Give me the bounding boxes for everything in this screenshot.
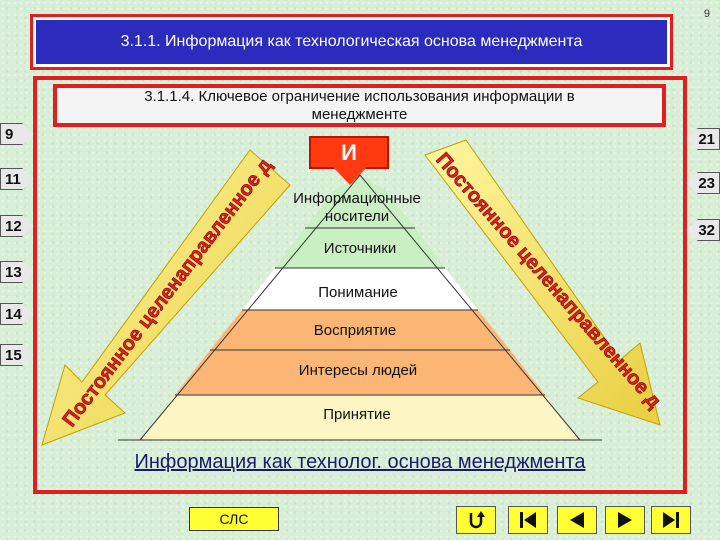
content-frame [33, 76, 687, 494]
layer-5-label: Интересы людей [299, 362, 417, 379]
nav-link-12[interactable]: 12 [0, 215, 34, 237]
last-page-button[interactable] [651, 506, 691, 534]
i-box: И [309, 136, 389, 169]
layer-3-label: Понимание [318, 284, 397, 301]
pyramid-layer-3 [242, 268, 478, 310]
last-page-icon [663, 512, 679, 528]
right-arrow [424, 139, 661, 426]
layer-1-label-line1: Информационные [293, 190, 421, 207]
layer-2-label: Источники [324, 240, 396, 257]
nav-link-21[interactable]: 21 [686, 128, 720, 150]
slide-title-text: 3.1.1. Информация как технологическая ос… [120, 33, 583, 50]
bottom-link-title[interactable]: Информация как технолог. основа менеджме… [134, 451, 586, 473]
nav-link-32[interactable]: 32 [686, 219, 720, 241]
pyramid-layer-2 [275, 228, 445, 268]
return-button[interactable] [456, 506, 496, 534]
first-page-icon [520, 512, 536, 528]
nav-link-15[interactable]: 15 [0, 344, 34, 366]
layer-4-label: Восприятие [314, 322, 396, 339]
nav-link-13[interactable]: 13 [0, 261, 34, 283]
subtitle-line-1: 3.1.1.4. Ключевое ограничение использова… [144, 87, 575, 105]
layer-6-label: Принятие [323, 406, 391, 423]
nav-link-9[interactable]: 9 [0, 123, 34, 145]
left-arrow [41, 149, 291, 446]
nav-link-14[interactable]: 14 [0, 303, 34, 325]
previous-icon [570, 512, 584, 528]
next-button[interactable] [605, 506, 645, 534]
cls-button[interactable]: СЛС [189, 507, 279, 531]
pyramid-layer-4 [210, 310, 510, 350]
pyramid-layer-1 [305, 175, 415, 228]
nav-link-11[interactable]: 11 [0, 168, 34, 190]
pyramid-layer-6 [140, 395, 580, 440]
pyramid-layer-5 [175, 350, 545, 395]
nav-link-23[interactable]: 23 [686, 172, 720, 194]
first-page-button[interactable] [508, 506, 548, 534]
slide-subtitle: 3.1.1.4. Ключевое ограничение использова… [53, 84, 666, 127]
page-number: 9 [703, 8, 710, 20]
subtitle-line-2: менеджменте [311, 105, 408, 123]
previous-button[interactable] [557, 506, 597, 534]
return-icon [469, 511, 485, 529]
next-icon [618, 512, 632, 528]
layer-1-label-line2: носители [325, 208, 389, 225]
slide-title: 3.1.1. Информация как технологическая ос… [30, 14, 673, 70]
